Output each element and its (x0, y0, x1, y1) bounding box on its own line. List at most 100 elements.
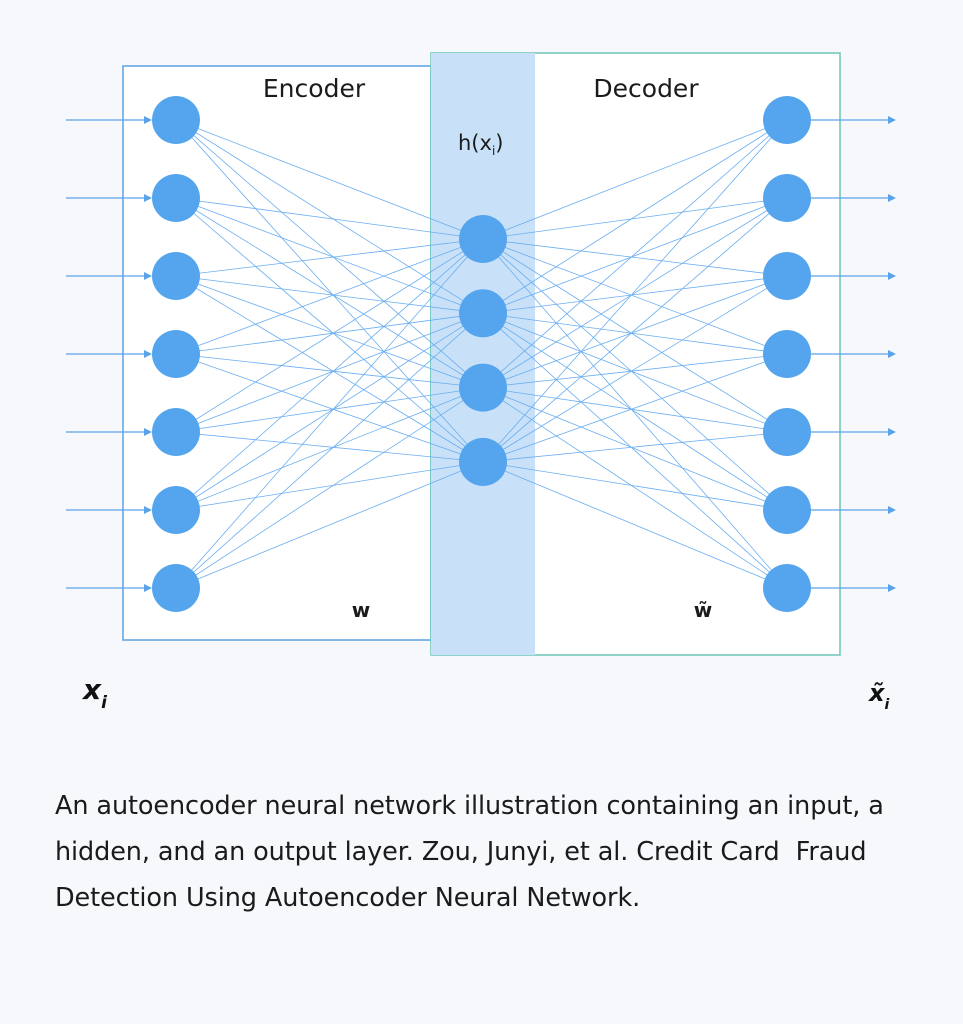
encoder-connection (175, 119, 484, 240)
encoder-connection (175, 312, 484, 355)
encoder-connection (175, 197, 484, 388)
input-node (152, 408, 200, 456)
output-arrow (811, 350, 896, 358)
autoencoder-diagram: Encoder Decoder h(xi) w w̃ xi x̃i (66, 52, 896, 713)
input-arrow (66, 428, 152, 436)
decoder-connection (482, 275, 788, 388)
output-arrow (811, 506, 896, 514)
output-label: x̃i (868, 679, 889, 713)
decoder-connection (482, 238, 788, 511)
decoder-connection (482, 461, 788, 511)
input-arrow (66, 350, 152, 358)
encoder-connection (175, 461, 484, 589)
output-arrow-head (888, 350, 896, 358)
encoder-connection (175, 461, 484, 511)
output-arrow (811, 116, 896, 124)
decoder-connection (482, 353, 788, 463)
hidden-label-base: h(x (458, 131, 492, 155)
decoder-connection (482, 312, 788, 433)
output-arrow (811, 428, 896, 436)
output-arrow-head (888, 116, 896, 124)
output-node (763, 486, 811, 534)
hidden-layer-band (431, 53, 535, 655)
encoder-connection (175, 387, 484, 511)
decoder-connection (482, 119, 788, 240)
output-arrow-head (888, 428, 896, 436)
hidden-label-close: ) (495, 131, 503, 155)
decoder-connection (482, 275, 788, 463)
hidden-node (459, 363, 507, 412)
input-arrow (66, 194, 152, 202)
encoder-connection (175, 238, 484, 511)
hidden-layer (459, 215, 507, 486)
hidden-node (459, 437, 507, 486)
io-arrows (66, 116, 896, 592)
decoder-label: Decoder (593, 74, 699, 103)
output-layer (763, 96, 811, 612)
decoder-connection (482, 387, 788, 589)
encoder-connection (175, 119, 484, 388)
decoder-connection (482, 313, 788, 589)
decoder-weight-label: w̃ (694, 598, 712, 622)
input-arrow-head (144, 272, 152, 280)
output-node (763, 252, 811, 300)
decoder-connection (482, 275, 788, 314)
hidden-layer-label: h(xi) (458, 131, 503, 158)
decoder-connection (482, 312, 788, 355)
input-arrow (66, 116, 152, 124)
decoder-connection (482, 238, 788, 589)
hidden-node (459, 215, 507, 263)
encoder-connection (175, 353, 484, 388)
figure-caption: An autoencoder neural network illustrati… (55, 791, 892, 913)
decoder-connection (482, 197, 788, 463)
encoder-connection (175, 197, 484, 240)
input-node (152, 330, 200, 378)
input-arrow (66, 272, 152, 280)
input-arrow-head (144, 194, 152, 202)
input-label-base: x (81, 673, 102, 706)
input-label: xi (81, 673, 108, 713)
encoder-connection (175, 119, 484, 314)
input-arrow-head (144, 116, 152, 124)
decoder-connection (482, 238, 788, 277)
input-arrow (66, 584, 152, 592)
decoder-connection (482, 197, 788, 240)
decoder-connection (482, 431, 788, 463)
input-arrow-head (144, 350, 152, 358)
decoder-connection (482, 197, 788, 314)
output-node (763, 330, 811, 378)
encoder-connection (175, 238, 484, 589)
encoder-connection (175, 197, 484, 314)
input-node (152, 564, 200, 612)
output-arrow (811, 194, 896, 202)
input-label-sub: i (101, 693, 108, 713)
encoder-connection (175, 275, 484, 314)
decoder-connection (482, 119, 788, 314)
decoder-connection (482, 387, 788, 511)
encoder-connection (175, 313, 484, 589)
encoder-connection (175, 387, 484, 433)
encoder-connection (175, 275, 484, 388)
decoder-connection (482, 238, 788, 433)
input-arrow-head (144, 584, 152, 592)
encoder-connection (175, 312, 484, 511)
decoder-connection (482, 353, 788, 388)
encoder-connection (175, 238, 484, 355)
connection-lines (175, 119, 788, 589)
encoder-connection (175, 387, 484, 589)
encoder-connection (175, 353, 484, 463)
input-arrow (66, 506, 152, 514)
input-arrow-head (144, 428, 152, 436)
output-label-base: x̃ (868, 679, 886, 707)
encoder-connection (175, 238, 484, 433)
decoder-connection (482, 119, 788, 463)
output-arrow-head (888, 506, 896, 514)
output-arrow (811, 584, 896, 592)
encoder-weight-label: w (352, 598, 370, 622)
output-node (763, 174, 811, 222)
decoder-connection (482, 197, 788, 388)
input-layer (152, 96, 200, 612)
output-node (763, 96, 811, 144)
input-arrow-head (144, 506, 152, 514)
input-node (152, 96, 200, 144)
